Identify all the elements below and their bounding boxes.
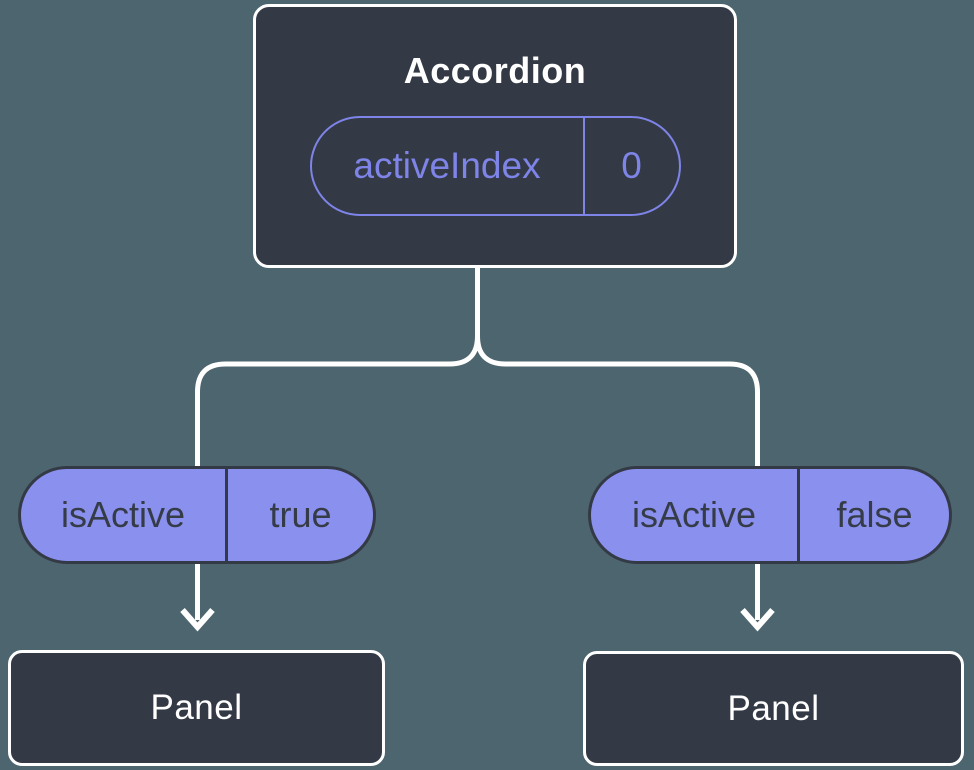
accordion-node-title: Accordion [403,50,587,91]
state-value: 0 [582,118,679,214]
state-name: activeIndex [353,145,541,186]
arrowhead-left-icon [180,608,215,632]
panel-node-left: Panel [8,650,385,766]
panel-node-title: Panel [727,688,820,728]
prop-value: false [797,469,949,561]
prop-pill-isactive-true: isActive true [18,466,376,564]
prop-name: isActive [631,494,757,535]
prop-value: true [225,469,373,561]
panel-node-title: Panel [150,688,243,727]
state-pill-activeindex: activeIndex 0 [309,116,681,216]
arrowhead-right-icon [740,608,775,632]
prop-pill-isactive-false: isActive false [588,466,952,564]
panel-node-right: Panel [583,651,964,766]
prop-name: isActive [60,494,186,535]
edge-root-to-left [195,267,480,620]
edge-root-to-right [475,267,760,620]
accordion-node: Accordion activeIndex 0 [253,4,737,268]
